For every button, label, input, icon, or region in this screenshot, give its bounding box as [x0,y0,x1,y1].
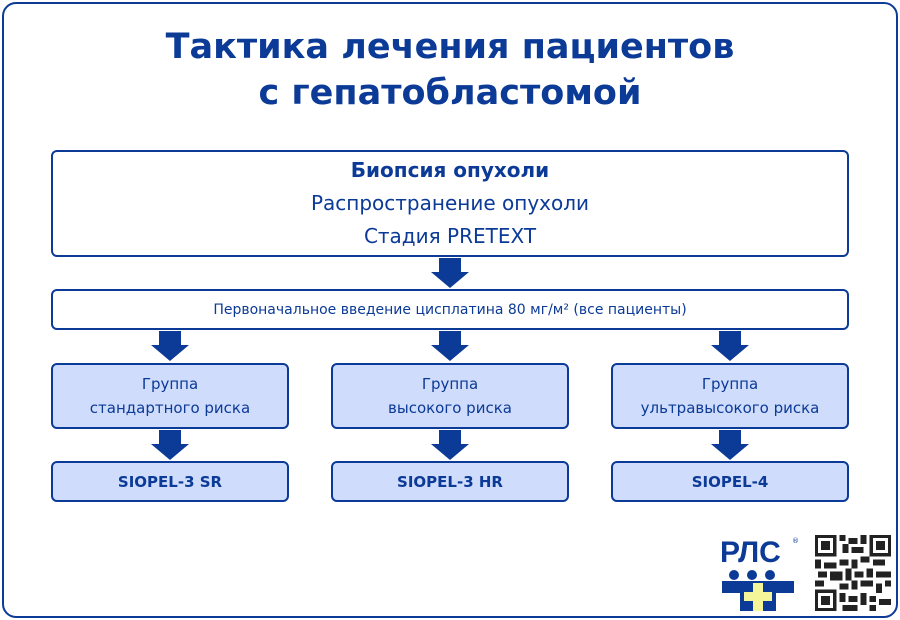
group-risk-label: стандартного риска [89,399,251,417]
title-line-2: с гепатобластомой [258,73,642,113]
protocol-label: SIOPEL-3 SR [117,472,223,491]
result-siopel3-sr: SIOPEL-3 SR [51,461,289,502]
arrow-down-icon [431,430,469,460]
svg-text:®: ® [792,537,799,545]
arrow-down-icon [431,258,469,288]
qr-code [815,535,891,611]
biopsy-box: Биопсия опухоли Распространение опухоли … [51,150,849,257]
group-very-high-risk: Группа ультравысокого риска [611,363,849,429]
arrow-down-icon [151,430,189,460]
biopsy-label: Биопсия опухоли [350,158,550,182]
arrow-down-icon [711,331,749,361]
result-siopel3-hr: SIOPEL-3 HR [331,461,569,502]
group-label: Группа [421,375,479,393]
title-line-1: Тактика лечения пациентов [165,27,735,67]
spread-label: Распространение опухоли [310,191,590,215]
group-label: Группа [701,375,759,393]
rls-logo: РЛС ® [720,536,799,611]
group-standard-risk: Группа стандартного риска [51,363,289,429]
group-label: Группа [141,375,199,393]
initial-cisplatin-box: Первоначальное введение цисплатина 80 мг… [51,289,849,330]
result-siopel4: SIOPEL-4 [611,461,849,502]
group-high-risk: Группа высокого риска [331,363,569,429]
initial-label: Первоначальное введение цисплатина 80 мг… [213,301,687,318]
pretext-label: Стадия PRETEXT [363,224,537,248]
page-title: Тактика лечения пациентов с гепатобласто… [0,24,900,116]
svg-text:РЛС: РЛС [720,536,781,569]
protocol-label: SIOPEL-3 HR [397,472,503,491]
arrow-down-icon [711,430,749,460]
arrow-down-icon [431,331,469,361]
group-risk-label: ультравысокого риска [640,399,820,417]
protocol-label: SIOPEL-4 [691,472,769,491]
group-risk-label: высокого риска [388,399,512,417]
arrow-down-icon [151,331,189,361]
